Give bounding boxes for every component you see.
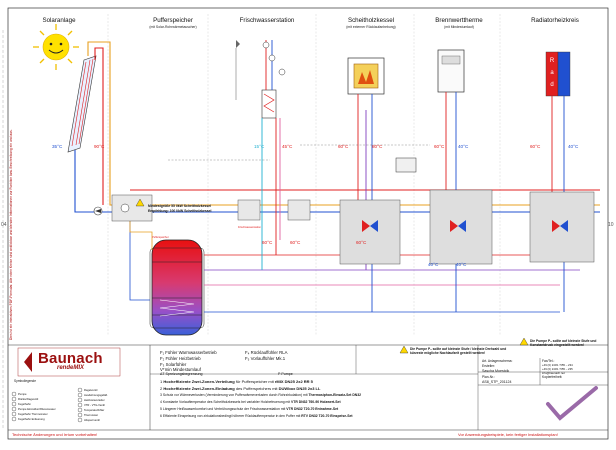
position-row: 6 Effiziente Einspeisung von zirkulation… bbox=[160, 414, 353, 418]
radiator-icon: R a d bbox=[545, 51, 571, 97]
sensor-row: Vᵀmin Mindestumlauf bbox=[160, 367, 201, 372]
sensor-row: F₄ Rücklauffühler RLA bbox=[245, 350, 288, 355]
mixing-valve-icon bbox=[362, 220, 378, 232]
temp-therme-b: 40°C bbox=[458, 144, 469, 149]
legend-item: Kugelhahn bbox=[18, 403, 31, 406]
title-author: Sascha Moestcik bbox=[482, 369, 510, 373]
gas-boiler-icon bbox=[437, 49, 465, 93]
sensor-row: F₅ Vorlauffühler Mk.1 bbox=[245, 356, 286, 361]
temp-kessel-a: 60°C bbox=[338, 144, 349, 149]
column-title-radiator: Radiatorheizkreis bbox=[531, 17, 579, 24]
footer-left: Technische Änderungen und Irrtum vorbeha… bbox=[12, 432, 98, 437]
title-label-d: Plan-Nr.: bbox=[482, 375, 495, 379]
svg-text:a: a bbox=[550, 70, 554, 76]
position-row: 4 Konstante Vorlauftemperatur des Scheit… bbox=[160, 400, 341, 404]
legend-item: Pumpe Einzeldurchflussmesser bbox=[18, 408, 56, 411]
temp-therme-a: 60°C bbox=[434, 144, 445, 149]
title-plan-no: AS8_STP_201124 bbox=[482, 380, 512, 384]
temp-solar-return: 35°C bbox=[52, 144, 63, 149]
edge-marker-right: 10 bbox=[608, 222, 614, 228]
warning-pump-p4: Die Pumpe P₄ sollte auf kleinste Stufe u… bbox=[530, 339, 597, 347]
buffer-label: Pufferspeicher bbox=[152, 236, 169, 239]
position-row: 5 Längerer Heißwasserkomfort und Verbrüh… bbox=[160, 407, 339, 411]
title-mail: info@baunach.net bbox=[542, 371, 565, 375]
column-subtitle-buffer: (mit Solar-Rohrwärmetauscher) bbox=[149, 25, 197, 29]
temp-fws-hot: 45°C bbox=[282, 144, 293, 149]
legend-item: Absperrventil bbox=[84, 419, 100, 422]
temp-buf-a: 60°C bbox=[262, 240, 273, 245]
edge-marker-left: 04 bbox=[1, 222, 7, 228]
sensor-row: F₁ Fühler Warmwasserbetrieb bbox=[160, 350, 217, 355]
column-title-gas: Brennwerttherme bbox=[435, 17, 483, 24]
solar-pump-icon bbox=[93, 206, 103, 216]
brand-logo: Baunach bbox=[38, 350, 103, 367]
column-title-wood: Scheitholzkessel bbox=[347, 17, 395, 24]
temp-mid-b: 40°C bbox=[428, 262, 439, 267]
column-subtitle-gas: (mit Mindestumlauf) bbox=[444, 25, 474, 29]
warning-line-2: Empfehlung: 100 l/kW Scheitholzkessel bbox=[148, 209, 212, 213]
title-phone: +49 (0) 2403 / 555 – 234 bbox=[542, 363, 573, 367]
temp-kessel-b: 80°C bbox=[372, 144, 383, 149]
temp-mid-c: 40°C bbox=[456, 262, 467, 267]
temp-buf-b: 60°C bbox=[290, 240, 301, 245]
temp-fws-cold: 15°C bbox=[254, 144, 265, 149]
position-row: 1 Hocheffiziente Zwei-Zonen-Verteilung f… bbox=[160, 379, 313, 384]
legend-item: Heizkreisverteiler bbox=[84, 399, 105, 402]
position-row: 3 Schutz vor Wärmeverlusten (Verminderun… bbox=[160, 393, 362, 397]
legend-item: Kugelhahn Thermometer bbox=[18, 413, 48, 416]
position-row: 2 Hocheffiziente Zwei-Zonen-Einladung de… bbox=[160, 386, 321, 391]
svg-text:R: R bbox=[550, 58, 555, 64]
sensor-row: P Pumpe bbox=[278, 372, 293, 376]
sensor-row: ΔT Spreizungsbegrenzung bbox=[160, 372, 203, 376]
temp-mid-a: 60°C bbox=[356, 240, 367, 245]
left-vertical-note: Dies ist ein interaktives PDF-Formular. … bbox=[9, 129, 13, 340]
column-title-solar: Solaranlage bbox=[42, 17, 76, 24]
column-title-buffer: Pufferspeicher bbox=[153, 17, 193, 24]
freshwater-station-icon bbox=[261, 40, 286, 270]
legend-item: Temperaturfühler bbox=[84, 409, 105, 412]
legend-item: Ausdehnungsgefäß bbox=[84, 394, 108, 397]
checkmark-icon bbox=[546, 386, 598, 421]
svg-text:d: d bbox=[550, 82, 553, 88]
sensor-row: F₃ Solarfühler bbox=[160, 362, 187, 367]
legend-item: Thermostat bbox=[84, 414, 98, 417]
sensor-row: F₂ Fühler Heizbetrieb bbox=[160, 356, 201, 361]
legend-item: Regelventil bbox=[84, 389, 98, 392]
footer-right: Vor Anwendungsbeispiele, kein fertiger I… bbox=[458, 432, 558, 437]
temp-rad-b: 40°C bbox=[568, 144, 579, 149]
warning-pump-p3: Die Pumpe P₃ sollte auf kleinste Stufe /… bbox=[410, 347, 507, 355]
shower-icon bbox=[235, 40, 240, 100]
title-label-a: Art. Anlagenschema: bbox=[482, 359, 513, 363]
title-label-b: Ersteller: bbox=[482, 364, 496, 368]
legend-item: Kugelhahn Entleerung bbox=[18, 418, 45, 421]
sun-icon bbox=[33, 24, 79, 70]
legend-item: VTR - VTG-Ventil bbox=[84, 404, 105, 407]
warning-icon bbox=[135, 198, 145, 207]
column-title-freshwater: Frischwasserstation bbox=[239, 17, 295, 24]
column-subtitle-wood: (mit externer Rücklaufanhebung) bbox=[346, 25, 396, 29]
title-label-c: Fax/Tel.: bbox=[542, 359, 555, 363]
brand-sub: rendeMIX bbox=[57, 365, 85, 371]
wood-boiler-icon bbox=[347, 57, 385, 95]
warning-line-1: Mindestgröße 55 l/kW Scheitholzkessel bbox=[148, 204, 212, 208]
temp-rad-a: 60°C bbox=[530, 144, 541, 149]
fws-label: Frischwasserstation bbox=[238, 226, 261, 229]
buffer-tank-icon bbox=[149, 239, 205, 336]
title-label-e: Kopierfreiheit: bbox=[542, 375, 563, 379]
legend-item: Rückschlagventil bbox=[18, 398, 39, 401]
legend-item: Pumpe bbox=[18, 393, 27, 396]
temp-solar-flow: 90°C bbox=[94, 144, 105, 149]
title-fax: +49 (0) 2403 / 555 – 235 bbox=[542, 367, 573, 371]
solar-collector-icon bbox=[67, 55, 97, 153]
legend-title: Symbollegende bbox=[14, 379, 36, 383]
